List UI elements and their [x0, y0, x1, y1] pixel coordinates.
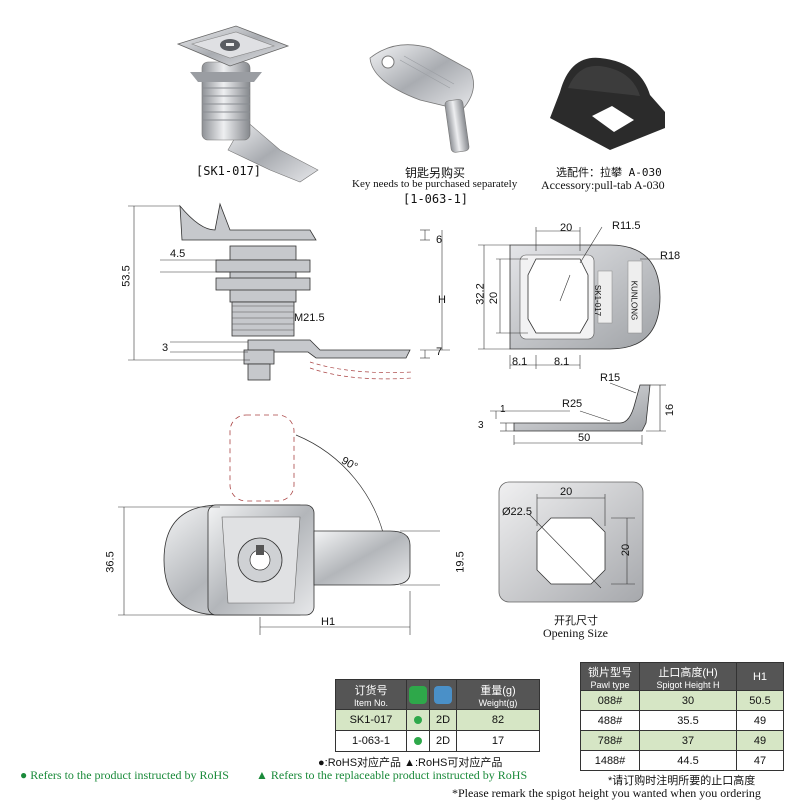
order-legend-cn: ●:RoHS对应产品 ▲:RoHS可对应产品: [318, 757, 503, 769]
rohs-dot-icon: [414, 737, 422, 746]
order-rohs-cell: [406, 709, 430, 731]
order-header-item-en: Item No.: [353, 697, 388, 708]
order-legend-en-1: ● Refers to the product instructed by Ro…: [20, 768, 229, 782]
accessory-cn: 选配件：拉攀 A-030: [556, 166, 662, 179]
pawl-type-cell: 788#: [580, 730, 640, 751]
order-header-cad: [429, 679, 457, 710]
fv-dim-19-5: 19.5: [454, 551, 467, 573]
op-dim-20-top: 20: [560, 486, 573, 498]
pawl-table: 锁片型号 Pawl type 止口高度(H) Spigot Height H H…: [580, 662, 784, 771]
opening-drawing: [498, 481, 644, 603]
photo-row: [176, 25, 665, 183]
ps-dim-50: 50: [578, 432, 591, 444]
pawl-h1-cell: 47: [736, 750, 784, 771]
pawl-header-h1: H1: [736, 662, 784, 691]
pawl-h1-cell: 49: [736, 730, 784, 751]
pawl-type-cell: 088#: [580, 690, 640, 711]
ps-dim-r15: R15: [600, 372, 621, 384]
pulltab-photo: [550, 57, 665, 151]
cad-icon: [434, 685, 452, 704]
table-row: SK1-017 2D 82: [335, 709, 540, 731]
order-item-cell: 1-063-1: [335, 730, 407, 752]
pawl-note-cn: *请订购时注明所要的止口高度: [608, 775, 756, 787]
order-cad-cell: 2D: [429, 730, 457, 752]
pt-dim-20-left: 20: [488, 291, 501, 305]
order-legend-en-2: ▲ Refers to the replaceable product inst…: [256, 768, 528, 782]
table-row: 788# 37 49: [580, 730, 784, 751]
order-weight-cell: 82: [456, 709, 540, 731]
dim-thread: M21.5: [294, 312, 325, 324]
pulltab-side-drawing: [490, 382, 666, 445]
pawl-h-cell: 37: [639, 730, 737, 751]
lock-photo: [176, 25, 319, 183]
pt-marking-b: KUNLONG: [629, 280, 639, 321]
op-dim-dia: Ø22.5: [502, 506, 532, 518]
rohs-icon: [409, 685, 427, 704]
pawl-header-height-en: Spigot Height H: [656, 679, 720, 690]
accessory-en: Accessory:pull-tab A-030: [541, 178, 665, 192]
pt-dim-8-1-b: 8.1: [554, 356, 570, 368]
lock-caption: [SK1-017]: [196, 164, 262, 178]
pt-marking-a: SK1-017: [593, 284, 603, 317]
table-row: 1-063-1 2D 17: [335, 730, 540, 752]
op-dim-20-right: 20: [620, 543, 633, 557]
order-header-weight: 重量(g) Weight(g): [456, 679, 540, 710]
op-caption-en: Opening Size: [543, 626, 608, 640]
fv-dim-36-5: 36.5: [104, 551, 117, 573]
pt-dim-32-2: 32.2: [474, 283, 487, 305]
order-header-rohs: [406, 679, 430, 710]
dim-h: H: [438, 294, 446, 306]
front-view-drawing: [118, 414, 440, 635]
pt-dim-r11-5: R11.5: [612, 220, 641, 232]
pawl-type-cell: 1488#: [580, 750, 640, 771]
side-view-drawing: [128, 202, 450, 381]
order-header-weight-en: Weight(g): [478, 697, 518, 708]
op-caption-cn: 开孔尺寸: [554, 615, 598, 627]
pawl-note-en: *Please remark the spigot height you wan…: [452, 786, 761, 800]
order-table: 订货号 Item No. 重量(g) Weight(g) SK1-017 2D …: [335, 679, 540, 752]
key-code: [1-063-1]: [403, 192, 469, 206]
order-item-cell: SK1-017: [335, 709, 407, 731]
dim-7: 7: [436, 346, 443, 358]
pt-dim-r18: R18: [660, 250, 681, 262]
key-caption-cn: 钥匙另购买: [405, 166, 466, 180]
key-caption-en: Key needs to be purchased separately: [352, 178, 518, 190]
ps-dim-16: 16: [664, 403, 677, 417]
table-row: 488# 35.5 49: [580, 710, 784, 731]
pawl-h-cell: 35.5: [639, 710, 737, 731]
order-header-item-cn: 订货号: [354, 684, 388, 697]
ps-dim-r25: R25: [562, 398, 583, 410]
order-header-item: 订货号 Item No.: [335, 679, 407, 710]
table-row: 1488# 44.5 47: [580, 750, 784, 771]
pawl-header-type-en: Pawl type: [590, 679, 630, 690]
pulltab-top-drawing: [478, 226, 674, 369]
order-header-weight-cn: 重量(g): [480, 684, 516, 697]
rohs-dot-icon: [414, 716, 422, 725]
order-weight-cell: 17: [456, 730, 540, 752]
pt-dim-20-top: 20: [560, 222, 573, 234]
dim-6: 6: [436, 234, 443, 246]
pawl-h1-cell: 49: [736, 710, 784, 731]
dim-4-5: 4.5: [170, 248, 186, 260]
fv-dim-h1: H1: [321, 616, 336, 628]
pawl-h-cell: 30: [639, 690, 737, 711]
pawl-type-cell: 488#: [580, 710, 640, 731]
pawl-h-cell: 44.5: [639, 750, 737, 771]
pawl-header-height-cn: 止口高度(H): [658, 666, 718, 679]
order-rohs-cell: [406, 730, 430, 752]
pawl-header-height: 止口高度(H) Spigot Height H: [639, 662, 737, 691]
dim-3: 3: [162, 342, 169, 354]
pawl-header-type-cn: 锁片型号: [588, 666, 632, 679]
ps-dim-1: 1: [500, 404, 506, 415]
pawl-header-type: 锁片型号 Pawl type: [580, 662, 640, 691]
table-row: 088# 30 50.5: [580, 690, 784, 711]
pawl-h1-cell: 50.5: [736, 690, 784, 711]
dim-overall: 53.5: [120, 265, 133, 287]
key-photo: [369, 44, 474, 153]
order-cad-cell: 2D: [429, 709, 457, 731]
pt-dim-8-1-a: 8.1: [512, 356, 528, 368]
ps-dim-3: 3: [478, 420, 484, 431]
